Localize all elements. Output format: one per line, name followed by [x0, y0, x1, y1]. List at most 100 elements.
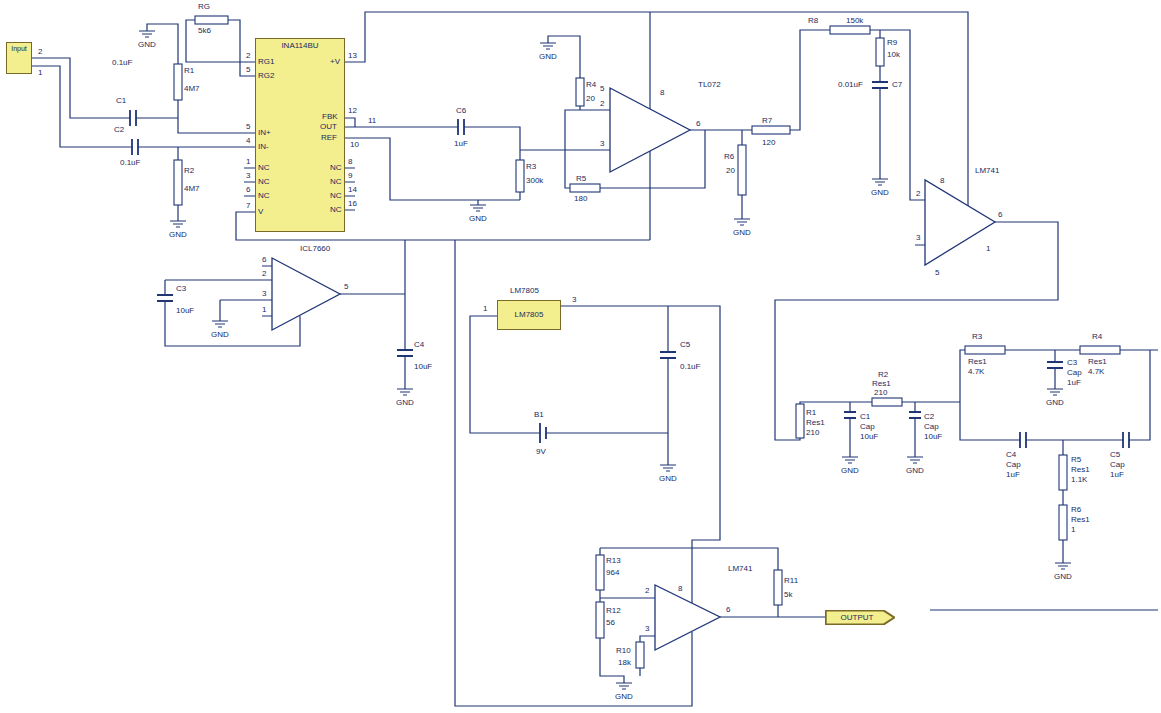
schematic-label: GND	[539, 52, 557, 61]
schematic-label: 1.1K	[1071, 475, 1087, 484]
schematic-label: C4	[414, 340, 424, 349]
schematic-label: Res1	[1071, 515, 1090, 524]
schematic-label: LM741	[975, 166, 999, 175]
schematic-label: R8	[808, 16, 818, 25]
resistor-symbol	[596, 555, 604, 590]
opamp-symbol	[925, 180, 995, 265]
schematic-label: R6	[1071, 505, 1081, 514]
schematic-label: 7	[246, 201, 250, 210]
schematic-label: 2	[262, 269, 266, 278]
schematic-label: 8	[660, 88, 664, 97]
ground-symbol	[616, 683, 632, 689]
schematic-label: +V	[330, 57, 340, 66]
schematic-label: 14	[348, 185, 357, 194]
resistor-symbol	[965, 346, 1005, 354]
schematic-label: REF	[321, 133, 337, 142]
schematic-label: B1	[534, 410, 544, 419]
resistor-symbol	[738, 145, 746, 195]
schematic-label: 56	[606, 618, 615, 627]
schematic-label: R9	[887, 38, 897, 47]
regulator-package: LM7805	[497, 300, 561, 330]
resistor-symbol	[174, 64, 182, 100]
schematic-label: LM7805	[510, 286, 539, 295]
schematic-label: ICL7660	[300, 244, 330, 253]
schematic-label: Cap	[1067, 368, 1082, 377]
schematic-label: C5	[680, 340, 690, 349]
schematic-label: GND	[841, 466, 859, 475]
schematic-label: 18k	[618, 658, 631, 667]
battery-symbol	[540, 423, 546, 443]
schematic-label: 1	[483, 304, 487, 313]
ground-symbol	[170, 221, 186, 227]
schematic-label: 1	[246, 157, 250, 166]
schematic-label: C4	[1006, 450, 1016, 459]
schematic-label: 10uF	[924, 432, 942, 441]
schematic-label: GND	[211, 330, 229, 339]
schematic-label: C2	[924, 412, 934, 421]
schematic-label: 6	[726, 605, 730, 614]
schematic-label: NC	[330, 177, 342, 186]
schematic-label: NC	[330, 205, 342, 214]
schematic-label: GND	[169, 230, 187, 239]
schematic-label: Res1	[1088, 357, 1107, 366]
schematic-label: NC	[258, 191, 270, 200]
schematic-label: 5	[935, 268, 939, 277]
schematic-label: 2	[916, 189, 920, 198]
schematic-label: 10	[350, 140, 359, 149]
schematic-label: 10uF	[414, 362, 432, 371]
resistor-symbol	[830, 26, 870, 34]
schematic-label: C2	[114, 125, 124, 134]
schematic-label: C3	[176, 284, 186, 293]
part-name: Input	[11, 45, 27, 53]
schematic-label: R3	[972, 332, 982, 341]
schematic-label: GND	[396, 398, 414, 407]
schematic-label: GND	[1046, 398, 1064, 407]
schematic-label: 964	[606, 568, 619, 577]
schematic-label: 120	[762, 138, 775, 147]
output-port: OUTPUT	[825, 610, 895, 625]
schematic-label: RG1	[258, 57, 274, 66]
schematic-label: GND	[906, 466, 924, 475]
schematic-label: 1	[38, 68, 42, 77]
schematic-label: 12	[348, 106, 357, 115]
resistor-symbol	[596, 602, 604, 638]
schematic-label: Res1	[872, 379, 891, 388]
schematic-label: IN+	[258, 128, 271, 137]
resistor-symbol	[570, 184, 600, 192]
schematic-label: 8	[678, 584, 682, 593]
ground-symbol	[842, 457, 858, 463]
resistor-symbol	[516, 160, 524, 192]
schematic-label: 13	[348, 51, 357, 60]
schematic-label: R2	[878, 370, 888, 379]
schematic-label: 3	[246, 171, 250, 180]
schematic-label: 5k	[784, 590, 792, 599]
schematic-label: Res1	[1071, 465, 1090, 474]
ground-symbol	[139, 31, 155, 37]
schematic-label: 6	[246, 185, 250, 194]
schematic-label: 0.1uF	[680, 362, 700, 371]
schematic-label: GND	[1054, 572, 1072, 581]
resistor-symbol	[876, 38, 884, 66]
schematic-label: Res1	[968, 357, 987, 366]
schematic-label: 300k	[526, 176, 543, 185]
schematic-label: R6	[724, 152, 734, 161]
schematic-label: NC	[330, 163, 342, 172]
resistor-symbol	[1059, 455, 1067, 490]
schematic-label: 5	[600, 84, 604, 93]
resistor-symbol	[174, 160, 182, 205]
schematic-label: 8	[348, 157, 352, 166]
schematic-label: R3	[526, 162, 536, 171]
schematic-label: FBK	[322, 112, 338, 121]
ground-symbol	[734, 219, 750, 225]
opamp-symbol	[655, 585, 720, 650]
schematic-label: 16	[348, 199, 357, 208]
opamp-symbol	[610, 88, 690, 172]
schematic-label: 2	[600, 99, 604, 108]
schematic-label: 0.01uF	[838, 80, 863, 89]
resistor-symbol	[752, 126, 790, 134]
schematic-label: TL072	[698, 80, 721, 89]
schematic-label: Cap	[1006, 460, 1021, 469]
schematic-label: 1	[262, 305, 266, 314]
